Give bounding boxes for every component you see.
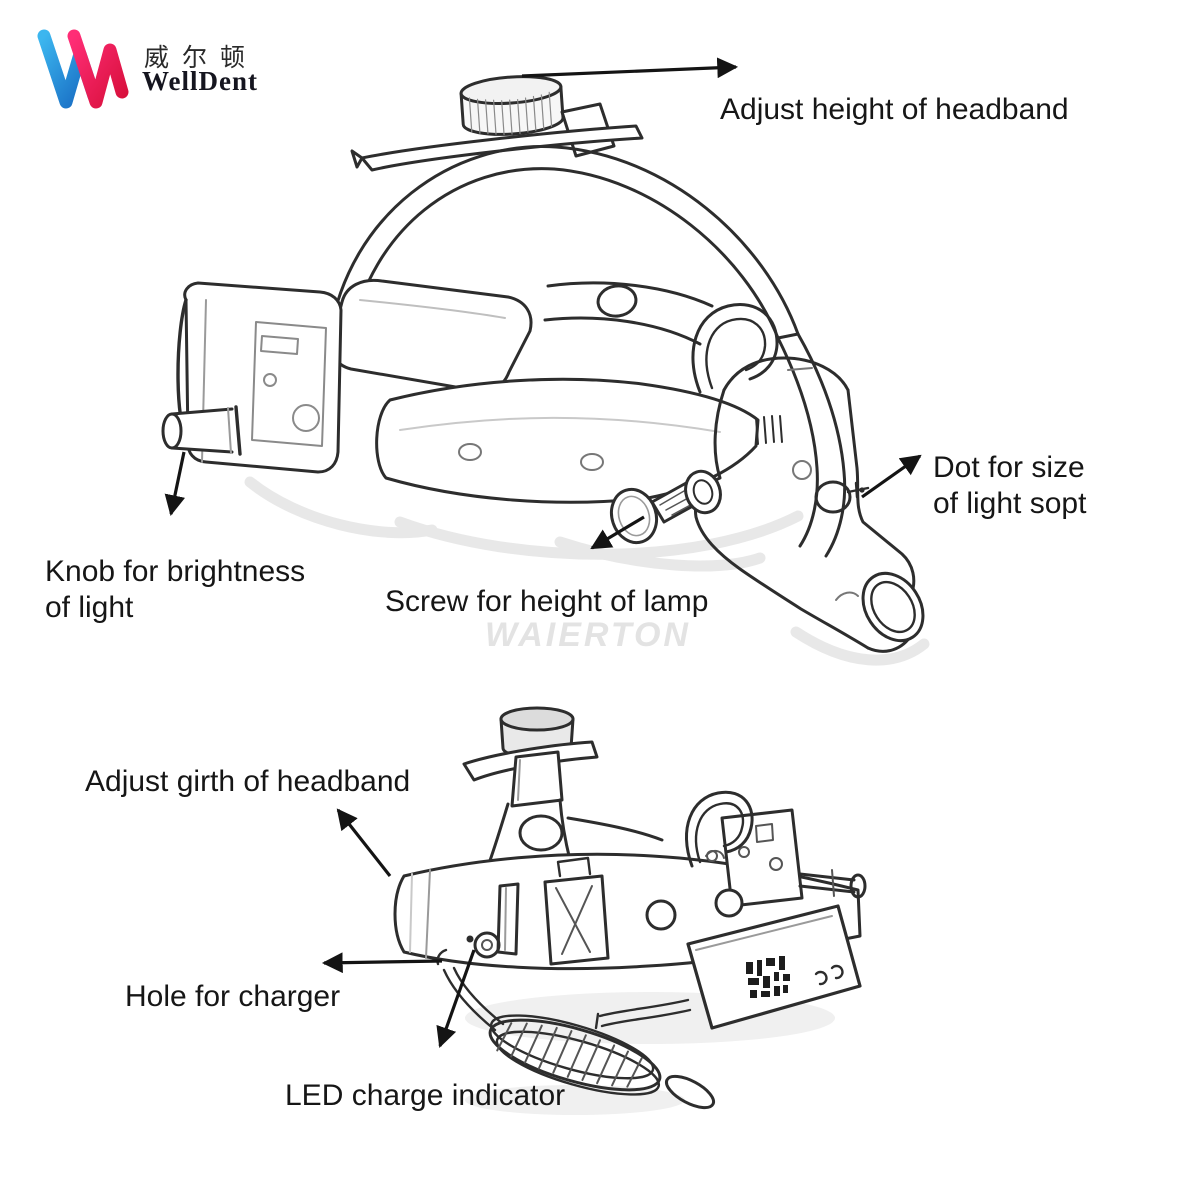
height-adjust-knob [459,75,565,136]
brand-logo: 威尔顿 WellDent [22,14,342,114]
watermark: WAIERTON [485,616,691,654]
front-band [375,377,760,504]
label-screw-height: Screw for height of lamp [385,584,708,620]
label-text: Knob for brightness [45,555,306,588]
headlight-headband-drawing [161,75,930,666]
label-text: Screw for height of lamp [385,585,709,618]
label-text: Adjust height of headband [720,93,1069,126]
label-text: Dot for size [933,451,1085,484]
lamp-hinge-loop [691,303,779,394]
adapter-label-barcode [746,956,790,998]
headband-bracket [462,740,599,808]
adapter-prongs [814,964,844,986]
label-text: Hole for charger [125,980,341,1013]
label-hole-charger: Hole for charger [125,979,340,1015]
charger-adapter [594,904,862,1030]
label-adjust-girth: Adjust girth of headband [85,764,410,800]
lamp-unit [684,790,867,918]
label-dot-size: Dot for size of light sopt [933,450,1086,522]
pencil-shading [244,476,930,666]
girth-strap [486,798,664,868]
brand-name-chinese: 威尔顿 [144,44,259,72]
label-text: Adjust girth of headband [85,765,411,798]
top-bar [360,124,644,172]
label-adjust-height: Adjust height of headband [720,92,1069,128]
side-strap [543,281,714,346]
label-knob-brightness: Knob for brightness of light [45,554,305,626]
headband-charger-drawing [393,706,867,1115]
led-charge-dot [466,935,474,943]
brand-name-english: WellDent [142,66,258,96]
brightness-knob [161,405,242,456]
label-text: of light [45,591,134,624]
label-led-indicator: LED charge indicator [285,1078,565,1114]
rear-band [776,332,852,558]
headlight-lamp [693,356,925,653]
rear-cushion-pad [330,278,533,393]
welldent-logo-icon [37,29,129,109]
label-text: LED charge indicator [285,1079,566,1112]
label-text: of light sopt [933,487,1087,520]
